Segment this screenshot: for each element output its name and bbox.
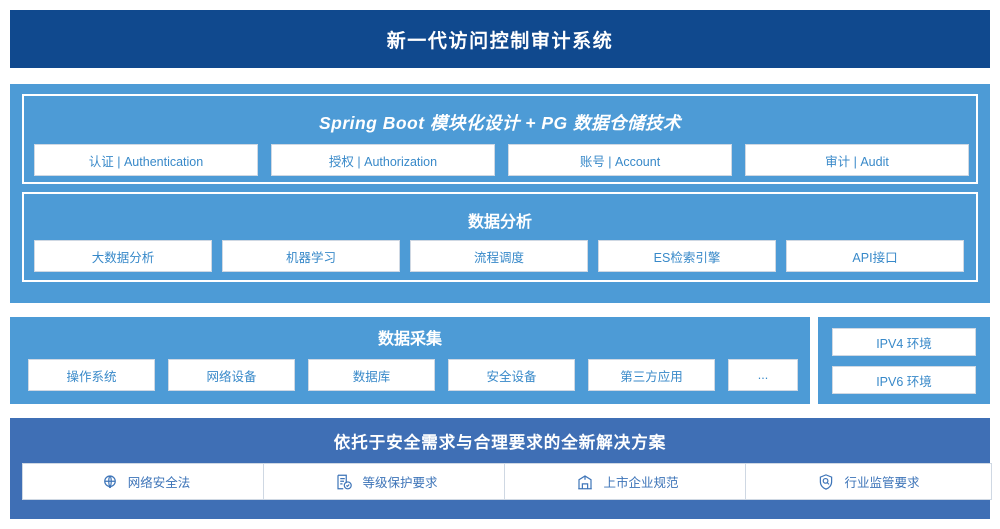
collect-item-third-party-app[interactable]: 第三方应用: [588, 359, 715, 391]
chip-label: 大数据分析: [91, 250, 155, 265]
analysis-item-machine-learning[interactable]: 机器学习: [222, 240, 400, 272]
chip-label: 机器学习: [285, 250, 336, 265]
header-banner: 新一代访问控制审计系统: [10, 10, 990, 68]
chip-label: 审计 | Audit: [825, 154, 889, 169]
chip-label: 网络安全法: [127, 476, 191, 490]
analysis-item-es-search-engine[interactable]: ES检索引擎: [598, 240, 776, 272]
chip-label: 安全设备: [486, 369, 537, 384]
shield-search-icon: [817, 473, 835, 491]
spring-item-audit[interactable]: 审计 | Audit: [745, 144, 969, 176]
globe-network-icon: [101, 473, 119, 491]
chip-label: 行业监管要求: [844, 476, 920, 490]
page-title: 新一代访问控制审计系统: [386, 30, 614, 52]
ipv6-environment-item[interactable]: IPV6 环境: [832, 366, 976, 394]
compliance-title: 依托于安全需求与合理要求的全新解决方案: [333, 434, 667, 452]
chip-label: 操作系统: [66, 369, 117, 384]
platform-panel: Spring Boot 模块化设计 + PG 数据仓储技术 认证 | Authe…: [10, 84, 990, 303]
collect-item-operating-system[interactable]: 操作系统: [28, 359, 155, 391]
chip-label: ...: [757, 368, 769, 382]
compliance-item-cybersecurity-law[interactable]: 网络安全法: [22, 463, 269, 500]
analysis-item-bigdata[interactable]: 大数据分析: [34, 240, 212, 272]
analysis-item-process-scheduling[interactable]: 流程调度: [410, 240, 588, 272]
spring-item-account[interactable]: 账号 | Account: [508, 144, 732, 176]
compliance-item-grade-protection[interactable]: 等级保护要求: [263, 463, 510, 500]
spring-boot-subpanel: Spring Boot 模块化设计 + PG 数据仓储技术 认证 | Authe…: [22, 94, 978, 184]
chip-label: 账号 | Account: [579, 154, 661, 169]
spring-item-authorization[interactable]: 授权 | Authorization: [271, 144, 495, 176]
compliance-item-listed-enterprise-standard[interactable]: 上市企业规范: [504, 463, 751, 500]
data-analysis-subpanel: 数据分析 大数据分析 机器学习 流程调度 ES检索引擎 API接口: [22, 192, 978, 282]
collect-item-more[interactable]: ...: [728, 359, 798, 391]
data-analysis-title: 数据分析: [467, 214, 532, 231]
data-collection-title: 数据采集: [377, 331, 442, 348]
chip-label: 流程调度: [473, 250, 524, 265]
chip-label: IPV6 环境: [876, 374, 932, 389]
chip-label: 第三方应用: [620, 369, 683, 384]
chip-label: ES检索引擎: [653, 250, 721, 265]
compliance-item-industry-regulation[interactable]: 行业监管要求: [745, 463, 992, 500]
document-check-icon: [335, 473, 353, 491]
chip-label: IPV4 环境: [876, 336, 932, 351]
chip-label: 上市企业规范: [603, 476, 679, 490]
spring-boot-title: Spring Boot 模块化设计 + PG 数据仓储技术: [318, 113, 682, 133]
chip-label: 认证 | Authentication: [88, 154, 204, 169]
chip-label: 网络设备: [206, 369, 257, 384]
analysis-item-api[interactable]: API接口: [786, 240, 964, 272]
bank-building-icon: [576, 473, 594, 491]
spring-item-authentication[interactable]: 认证 | Authentication: [34, 144, 258, 176]
collect-item-database[interactable]: 数据库: [308, 359, 435, 391]
ipv4-environment-item[interactable]: IPV4 环境: [832, 328, 976, 356]
chip-label: 授权 | Authorization: [328, 154, 438, 169]
ip-environment-panel: IPV4 环境 IPV6 环境: [818, 317, 990, 404]
chip-label: 数据库: [352, 369, 391, 384]
collect-item-security-device[interactable]: 安全设备: [448, 359, 575, 391]
data-collection-panel: 数据采集 操作系统 网络设备 数据库 安全设备 第三方应用 ...: [10, 317, 810, 404]
chip-label: API接口: [852, 250, 898, 265]
chip-label: 等级保护要求: [362, 476, 438, 490]
collect-item-network-device[interactable]: 网络设备: [168, 359, 295, 391]
compliance-panel: 依托于安全需求与合理要求的全新解决方案 网络安全法: [10, 418, 992, 519]
